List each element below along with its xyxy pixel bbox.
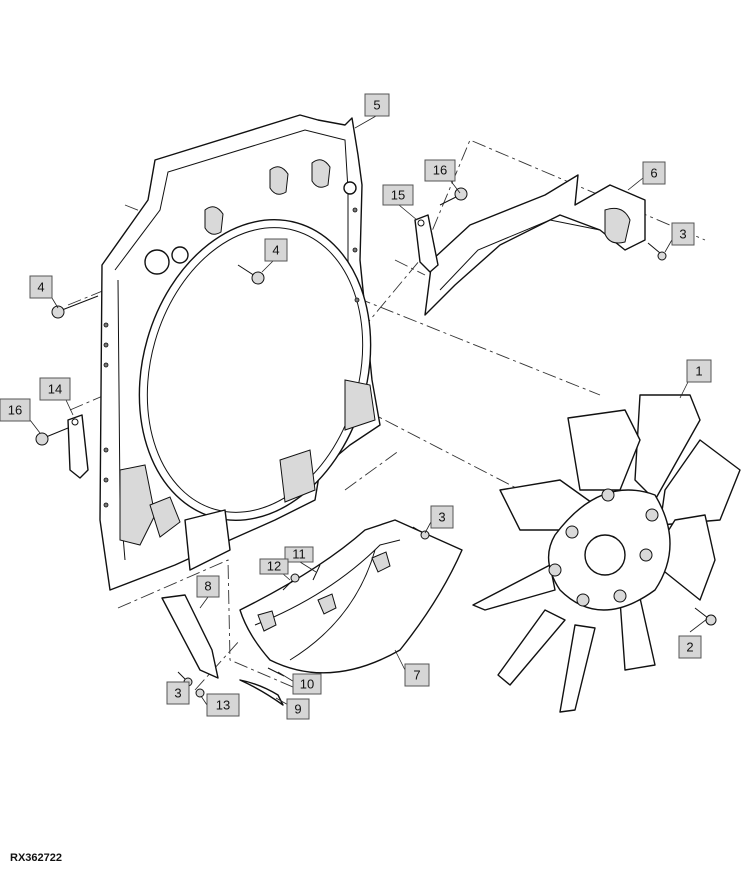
callout-12: 12 xyxy=(259,558,289,575)
callout-3-shroud: 3 xyxy=(430,505,454,529)
bolt-3-upper xyxy=(647,242,667,261)
callout-13-label: 13 xyxy=(216,698,230,713)
bracket-upper xyxy=(414,214,439,273)
callout-8-label: 8 xyxy=(204,579,211,594)
callout-9-label: 9 xyxy=(294,702,301,717)
callout-4-center-label: 4 xyxy=(272,243,279,258)
callout-16-upper: 16 xyxy=(424,159,456,182)
clip-10 xyxy=(267,667,285,677)
callout-4-center: 4 xyxy=(264,238,288,262)
callout-9: 9 xyxy=(286,698,310,720)
frame-holes xyxy=(103,207,360,508)
callout-15-label: 15 xyxy=(391,188,405,203)
bolt-16-upper xyxy=(439,187,468,206)
nut-13 xyxy=(195,688,205,698)
bolt-3-shroud xyxy=(412,526,430,540)
callout-11: 11 xyxy=(284,546,314,563)
bolt-4-center xyxy=(237,264,265,285)
bolt-16-left xyxy=(35,427,69,446)
bolt-2 xyxy=(694,607,717,626)
callout-7-label: 7 xyxy=(413,668,420,683)
seal-strip xyxy=(239,679,284,706)
bracket-left xyxy=(67,414,89,479)
callout-15: 15 xyxy=(382,184,414,206)
callout-3-upper-label: 3 xyxy=(679,227,686,242)
callout-5-label: 5 xyxy=(373,98,380,113)
callout-4-left-label: 4 xyxy=(37,280,44,295)
callout-3-bottom-label: 3 xyxy=(174,686,181,701)
callout-1: 1 xyxy=(686,359,712,383)
callout-10-label: 10 xyxy=(300,677,314,692)
callout-14: 14 xyxy=(39,377,71,401)
callout-6-label: 6 xyxy=(650,166,657,181)
callout-6: 6 xyxy=(642,161,666,185)
callout-12-label: 12 xyxy=(267,559,281,574)
fan-shroud-frame xyxy=(99,114,381,591)
callout-2-label: 2 xyxy=(686,640,693,655)
callout-4-left: 4 xyxy=(29,275,53,299)
callout-3-shroud-label: 3 xyxy=(438,510,445,525)
callout-16-upper-label: 16 xyxy=(433,163,447,178)
callout-8: 8 xyxy=(196,575,220,598)
bolt-12 xyxy=(282,573,300,591)
upper-shroud-guard xyxy=(424,174,646,316)
pin-11 xyxy=(312,564,321,581)
callout-16-left-label: 16 xyxy=(8,403,22,418)
callout-1-label: 1 xyxy=(695,364,702,379)
callout-5: 5 xyxy=(364,93,390,117)
callout-16-left: 16 xyxy=(0,398,31,422)
callout-7: 7 xyxy=(404,663,430,687)
callout-3-bottom: 3 xyxy=(166,681,190,705)
callout-2: 2 xyxy=(678,635,702,659)
figure-reference-id: RX362722 xyxy=(10,852,62,864)
fan-assembly xyxy=(472,394,741,713)
callout-3-upper: 3 xyxy=(671,222,695,246)
bolt-4-left xyxy=(51,295,99,319)
callout-14-label: 14 xyxy=(48,382,62,397)
callout-11-label: 11 xyxy=(292,547,306,562)
lower-shroud xyxy=(239,519,463,674)
callout-13: 13 xyxy=(206,693,240,717)
lower-side-shield xyxy=(161,594,219,679)
callout-10: 10 xyxy=(292,673,322,695)
